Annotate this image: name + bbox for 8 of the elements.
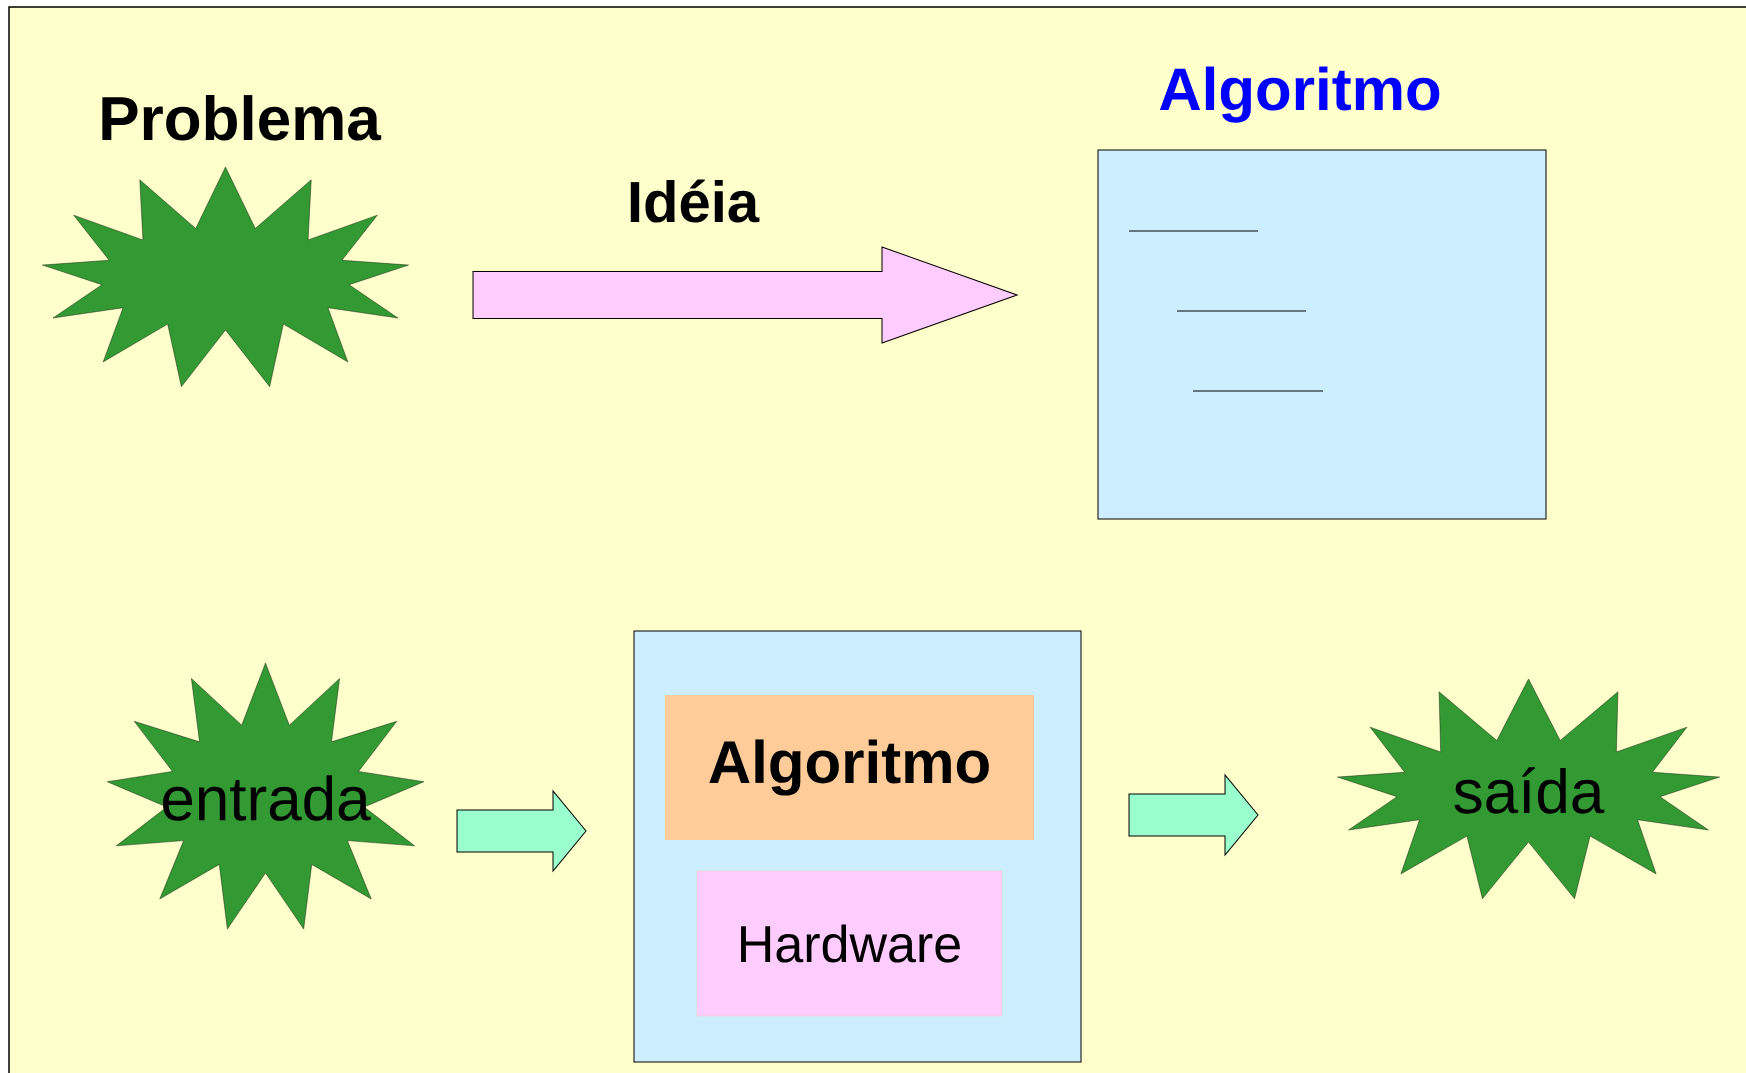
algorithm-box: Algoritmo: [665, 695, 1034, 840]
hardware-box: Hardware: [696, 870, 1003, 1017]
edge-label: Idéia: [630, 179, 760, 223]
block-arrow: [456, 790, 587, 872]
block-arrow: [1128, 774, 1259, 856]
heading: Problema: [102, 95, 382, 141]
block-arrow: [472, 246, 1018, 344]
heading: Algoritmo: [1159, 66, 1440, 123]
